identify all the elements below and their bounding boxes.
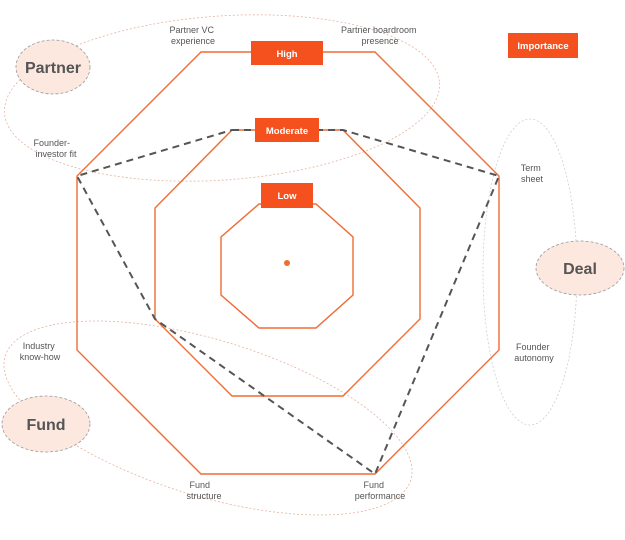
low-level-octagon: [220, 203, 354, 329]
low-level-badge: Low: [261, 183, 313, 208]
importance-profile-line: [75, 129, 501, 476]
axis-label-partner-boardroom-presence: Partner boardroom presence: [341, 25, 419, 46]
importance-legend: Importance: [508, 33, 578, 58]
svg-text:Moderate: Moderate: [266, 126, 308, 137]
fund-group-badge: Fund: [1, 395, 91, 453]
svg-text:Importance: Importance: [517, 41, 568, 52]
axis-label-term-sheet: Term sheet: [521, 163, 544, 184]
center-point: [284, 260, 290, 266]
partner-group-outline: [4, 14, 440, 182]
fund-group-outline: [3, 320, 413, 516]
axis-label-fund-performance: Fund performance: [355, 480, 406, 501]
svg-text:Partner: Partner: [25, 60, 81, 77]
high-level-octagon: [76, 51, 500, 475]
svg-text:High: High: [276, 49, 297, 60]
moderate-level-badge: Moderate: [255, 118, 319, 142]
axis-label-industry-know-how: Industry know-how: [20, 341, 61, 362]
svg-text:Fund: Fund: [26, 417, 65, 434]
axis-label-partner-vc-experience: Partner VC experience: [169, 25, 216, 46]
high-level-badge: High: [251, 41, 323, 65]
svg-text:Low: Low: [278, 191, 298, 202]
deal-group-badge: Deal: [535, 240, 625, 296]
axis-label-founder-investor-fit: Founder- investor fit: [33, 138, 77, 159]
axis-label-founder-autonomy: Founder autonomy: [514, 342, 554, 363]
svg-text:Deal: Deal: [563, 261, 597, 278]
moderate-level-octagon: [154, 129, 421, 397]
partner-group-badge: Partner: [15, 39, 91, 95]
axis-label-fund-structure: Fund structure: [186, 480, 221, 501]
